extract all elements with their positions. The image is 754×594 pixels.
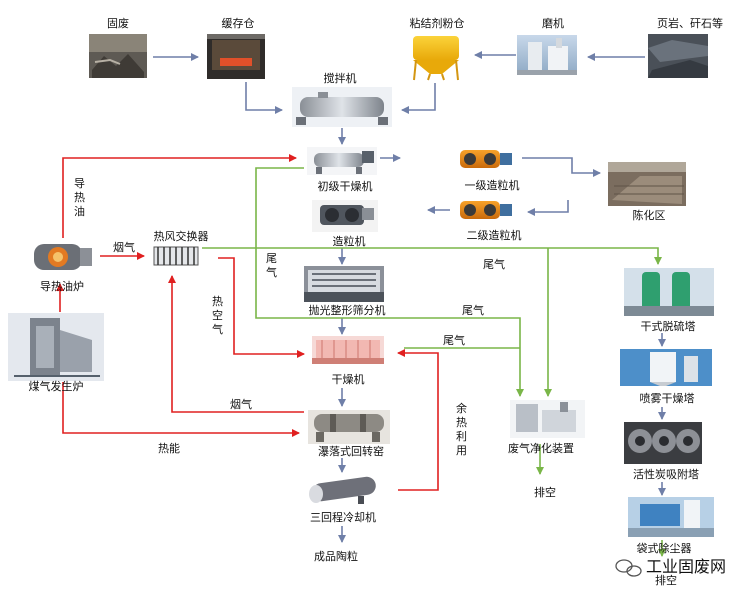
dryer-image <box>312 336 384 364</box>
flow-label-flue-gas-2: 烟气 <box>230 397 252 411</box>
flow-label-waste-heat: 余 热 利 用 <box>456 401 471 457</box>
flow-label-waste-heat-char2: 热 <box>456 416 467 429</box>
label-granulator: 造粒机 <box>333 234 366 248</box>
aging-zone-image <box>608 162 686 206</box>
thermal-oil-boiler-image <box>27 238 97 276</box>
label-kiln: 瀑落式回转窑 <box>318 444 384 458</box>
shale-image <box>648 34 708 78</box>
primary-dryer-image <box>307 147 377 175</box>
solid-waste-image <box>89 34 147 78</box>
label-aging-zone: 陈化区 <box>633 208 666 222</box>
flow-label-thermal-oil-char2: 热 <box>74 191 85 204</box>
label-primary-granulator: 一级造粒机 <box>465 178 520 192</box>
primary-granulator-image <box>454 146 516 174</box>
tail-gas-arrows <box>202 167 666 557</box>
mill-image <box>517 35 577 75</box>
flow-label-hot-air-char3: 气 <box>212 322 223 336</box>
secondary-granulator-image <box>454 197 516 225</box>
flow-label-waste-heat-char1: 余 <box>456 401 467 415</box>
bag-filter-image <box>628 497 714 537</box>
spray-dryer-tower-image <box>620 349 712 386</box>
flow-label-thermal-oil: 导 热 油 <box>74 177 89 218</box>
flow-label-waste-heat-char4: 用 <box>456 444 467 457</box>
gas-purifier-image <box>510 400 585 438</box>
label-product: 成品陶粒 <box>314 549 358 563</box>
flow-label-tail-gas-1-char1: 尾 <box>266 252 277 265</box>
label-exhaust-outlet-2: 排空 <box>534 485 556 499</box>
flow-label-hot-air-char1: 热 <box>212 295 223 308</box>
flow-label-tail-gas-2: 尾气 <box>483 257 505 271</box>
buffer-bin-image <box>207 34 265 79</box>
label-thermal-oil-boiler: 导热油炉 <box>40 279 84 293</box>
label-dryer: 干燥机 <box>332 372 365 386</box>
flow-label-hot-air: 热 空 气 <box>212 295 227 336</box>
flow-label-heat-energy: 热能 <box>158 441 180 455</box>
label-spray-dryer: 喷雾干燥塔 <box>640 392 695 405</box>
flow-label-waste-heat-char3: 利 <box>456 430 467 443</box>
gas-generator-image <box>8 313 104 381</box>
flow-label-hot-air-char2: 空 <box>212 308 223 322</box>
activated-carbon-tower-image <box>624 422 702 464</box>
label-heat-exchanger: 热风交换器 <box>154 229 209 243</box>
label-gas-purifier: 废气净化装置 <box>508 441 574 455</box>
label-secondary-granulator: 二级造粒机 <box>467 228 522 242</box>
label-mixer: 搅拌机 <box>324 71 357 85</box>
label-solid-waste: 固废 <box>107 16 129 30</box>
mixer-image <box>292 87 392 127</box>
label-bag-filter: 袋式除尘器 <box>637 541 692 555</box>
label-activated-carbon: 活性炭吸附塔 <box>633 467 699 481</box>
flow-label-tail-gas-1: 尾 气 <box>266 252 281 279</box>
flow-label-thermal-oil-char1: 导 <box>74 177 85 190</box>
label-shale: 页岩、矸石等 <box>657 16 723 30</box>
flow-label-tail-gas-1-char2: 气 <box>266 265 277 279</box>
flow-label-tail-gas-3: 尾气 <box>462 303 484 317</box>
flow-label-tail-gas-4: 尾气 <box>443 333 465 347</box>
flow-label-thermal-oil-char3: 油 <box>74 204 85 218</box>
label-gas-generator: 煤气发生炉 <box>29 379 84 393</box>
label-dry-desulfur: 干式脱硫塔 <box>641 319 696 333</box>
dry-desulfur-tower-image <box>624 268 714 316</box>
heat-exchanger-image <box>151 244 201 268</box>
cooler-image <box>307 474 383 506</box>
granulator-image <box>312 200 378 232</box>
flow-label-flue-gas-1: 烟气 <box>113 240 135 254</box>
polish-screen-image <box>304 266 384 302</box>
label-exhaust-outlet-1: 排空 <box>655 573 677 587</box>
label-primary-dryer: 初级干燥机 <box>318 179 373 193</box>
label-mill: 磨机 <box>542 16 564 30</box>
label-buffer-bin: 缓存仓 <box>222 16 255 30</box>
label-binder-bin: 粘结剂粉仓 <box>410 16 465 30</box>
label-cooler: 三回程冷却机 <box>310 510 376 524</box>
kiln-image <box>308 410 390 444</box>
binder-bin-image <box>407 32 465 81</box>
watermark-text: 工业固废网 <box>646 557 726 576</box>
heat-flow-arrows <box>56 154 439 491</box>
material-flow-arrows <box>153 51 666 543</box>
label-polish-screen: 抛光整形筛分机 <box>309 303 386 317</box>
watermark: 工业固废网 <box>615 557 726 577</box>
wechat-icon <box>615 559 642 577</box>
